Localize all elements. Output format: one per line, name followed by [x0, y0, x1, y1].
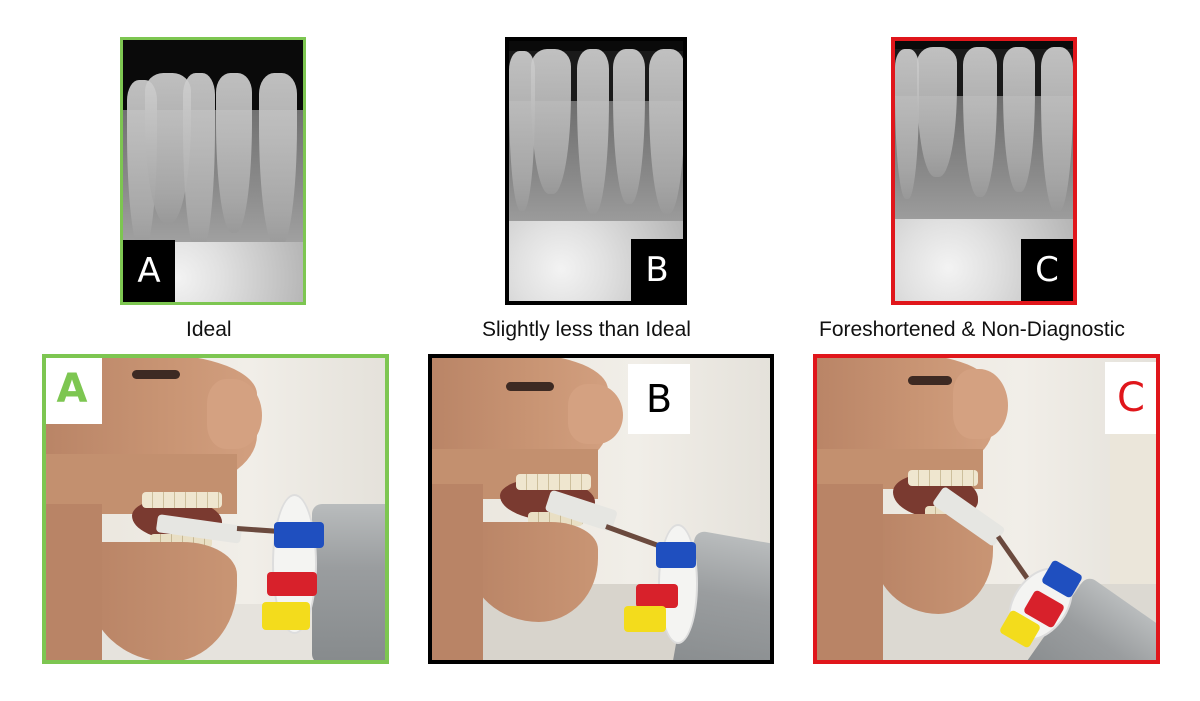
red-positioning-block — [267, 572, 317, 596]
caption-slightly-less-than-ideal: Slightly less than Ideal — [482, 318, 691, 341]
photo-c: C — [813, 354, 1160, 664]
red-positioning-block — [636, 584, 678, 608]
eye — [908, 376, 952, 385]
caption-ideal: Ideal — [186, 318, 232, 341]
radiograph-label: B — [631, 239, 683, 301]
blue-positioning-block — [656, 542, 696, 568]
radiograph-c: C — [891, 37, 1077, 305]
yellow-positioning-block — [262, 602, 310, 630]
radiograph-a: A — [120, 37, 306, 305]
radiograph-label: A — [123, 240, 175, 302]
eye — [132, 370, 180, 379]
photo-label: C — [1105, 362, 1157, 434]
blue-positioning-block — [274, 522, 324, 548]
photo-label: A — [42, 354, 102, 424]
radiograph-b: B — [505, 37, 687, 305]
photo-label-text: C — [1117, 375, 1145, 421]
photo-b: B — [428, 354, 774, 664]
xray-cone — [312, 504, 389, 664]
photo-label-text: B — [645, 377, 673, 421]
caption-foreshortened-non-diagnostic: Foreshortened & Non-Diagnostic — [819, 318, 1125, 341]
radiograph-label: C — [1021, 239, 1073, 301]
eye — [506, 382, 554, 391]
photo-a: A — [42, 354, 389, 664]
photo-label: B — [628, 364, 690, 434]
xray-film — [895, 41, 1073, 301]
photo-label-text: A — [56, 366, 88, 412]
yellow-positioning-block — [624, 606, 666, 632]
